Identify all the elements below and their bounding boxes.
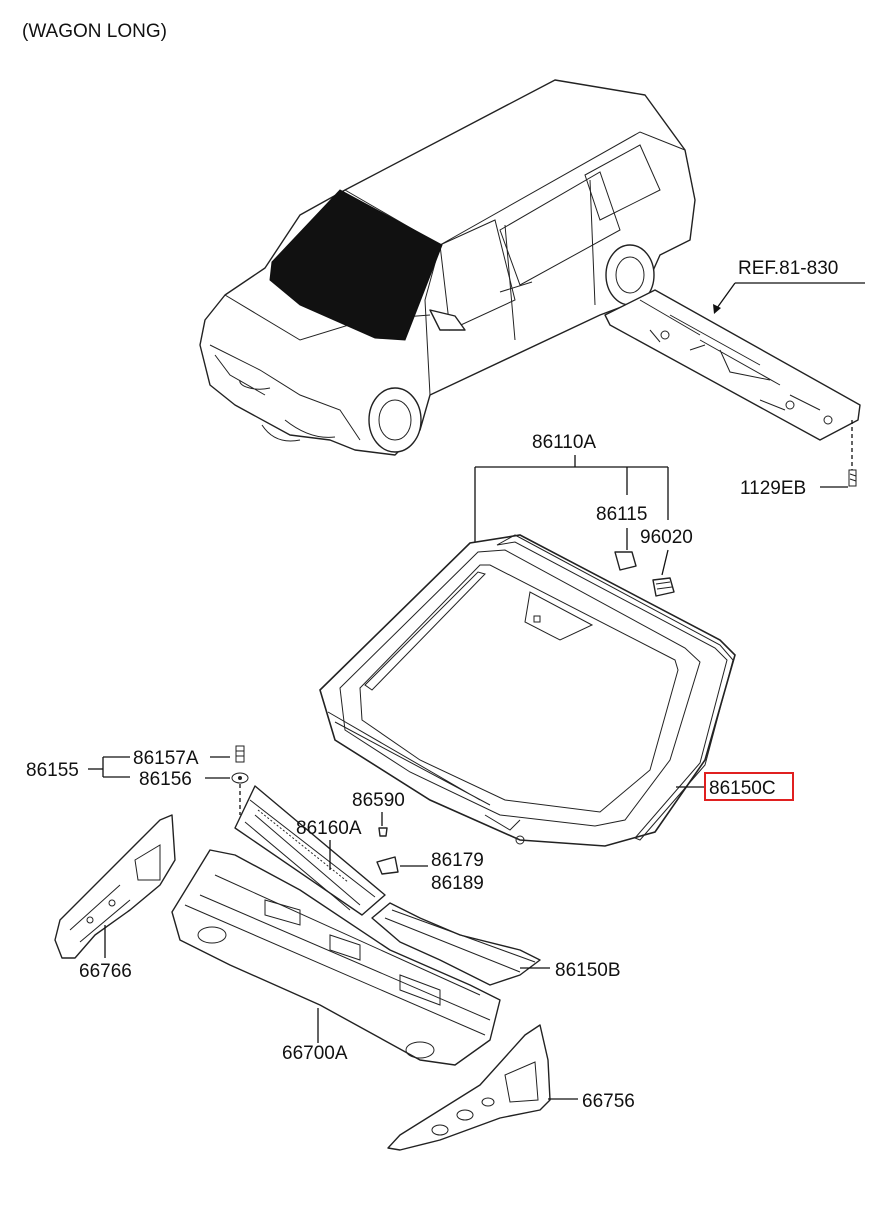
grommet-86590 bbox=[378, 827, 388, 837]
label-66700a: 66700A bbox=[282, 1043, 348, 1064]
floor-panel-reference bbox=[604, 289, 861, 441]
label-1129eb: 1129EB bbox=[740, 478, 806, 499]
molding-86150c bbox=[496, 534, 734, 841]
diagram-title: (WAGON LONG) bbox=[22, 21, 167, 42]
label-86157a: 86157A bbox=[133, 748, 199, 769]
side-panel-66766 bbox=[54, 814, 176, 959]
vehicle-illustration bbox=[199, 79, 696, 456]
label-86156: 86156 bbox=[139, 769, 192, 790]
label-66756: 66756 bbox=[582, 1091, 635, 1112]
label-86189: 86189 bbox=[431, 873, 484, 894]
label-86155: 86155 bbox=[26, 760, 79, 781]
label-66766: 66766 bbox=[79, 961, 132, 982]
label-ref: REF.81-830 bbox=[738, 258, 838, 279]
label-96020: 96020 bbox=[640, 527, 693, 548]
bracket-86179 bbox=[376, 856, 399, 875]
label-86115: 86115 bbox=[596, 504, 647, 525]
clip-86115 bbox=[614, 551, 637, 571]
dash-panel-66700a bbox=[171, 849, 501, 1066]
label-86150b: 86150B bbox=[555, 960, 621, 981]
bolt-1129eb bbox=[848, 469, 857, 487]
label-86150c: 86150C bbox=[709, 778, 776, 799]
label-86590: 86590 bbox=[352, 790, 405, 811]
clip-96020 bbox=[652, 577, 675, 597]
fastener-86157a bbox=[235, 745, 245, 763]
cowl-cover-86150b bbox=[371, 902, 541, 986]
label-86110a: 86110A bbox=[532, 432, 596, 453]
cowl-top-86160a bbox=[234, 785, 386, 916]
label-86160a: 86160A bbox=[296, 818, 362, 839]
side-panel-66756 bbox=[387, 1024, 551, 1151]
fastener-86156 bbox=[231, 772, 249, 784]
label-86179: 86179 bbox=[431, 850, 484, 871]
highlight-box-86150c bbox=[704, 772, 794, 801]
